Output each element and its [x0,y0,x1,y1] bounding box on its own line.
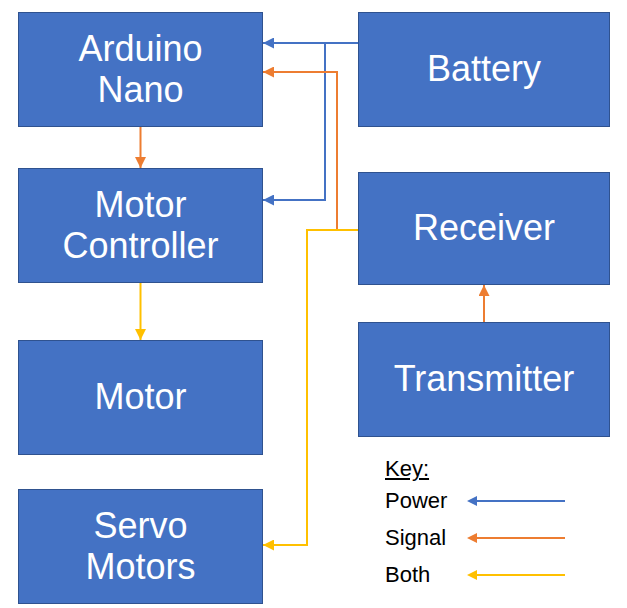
box-label: Motor Controller [46,185,236,266]
process-box: Servo Motors [18,489,263,604]
process-box: Motor Controller [18,168,263,283]
legend-text: Signal [385,525,465,551]
legend-text: Both [385,562,465,588]
legend-line [475,500,565,502]
legend-arrow [465,494,569,508]
legend-arrowhead [467,496,477,506]
legend-arrowhead [467,533,477,543]
legend-arrow [465,568,569,582]
box-label: Motor [94,377,186,417]
legend-heading: Key: [385,456,569,482]
legend-line [475,537,565,539]
box-label: Battery [427,49,541,89]
process-box: Battery [358,12,610,127]
process-box: Transmitter [358,322,610,437]
legend: Key: PowerSignalBoth [385,456,569,593]
legend-line [475,574,565,576]
box-label: Transmitter [394,359,575,399]
box-label: Servo Motors [46,506,236,587]
legend-row: Both [385,556,569,593]
process-box: Motor [18,340,263,455]
legend-arrow [465,531,569,545]
box-label: Arduino Nano [46,29,236,110]
connector-arrow [263,230,358,545]
connector-arrow [263,43,358,200]
process-box: Receiver [358,172,610,285]
connector-arrow [140,283,142,340]
connector-arrow [140,127,142,168]
legend-text: Power [385,488,465,514]
connector-arrow [263,72,358,230]
legend-row: Power [385,482,569,519]
box-label: Receiver [413,208,555,248]
legend-row: Signal [385,519,569,556]
process-box: Arduino Nano [18,12,263,127]
legend-arrowhead [467,570,477,580]
connector-arrow [483,285,485,322]
